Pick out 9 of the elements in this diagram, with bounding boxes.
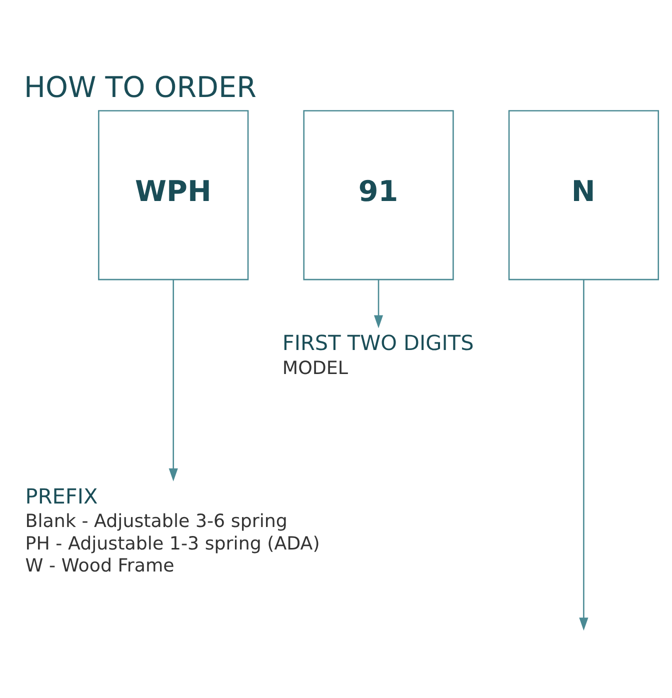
arrow	[168, 279, 178, 481]
node-text: FIRST TWO DIGITS MODEL	[282, 330, 474, 378]
diagram-title: HOW TO ORDER	[24, 70, 256, 104]
node-box: N	[508, 110, 660, 280]
arrow	[579, 279, 588, 630]
node-box: 91	[303, 110, 454, 280]
arrow	[374, 279, 384, 328]
node-text: PREFIX Blank - Adjustable 3-6 spring PH - Adjustable 1-3 spring (ADA) W - Wood Frame	[25, 484, 320, 576]
node-box: WPH	[98, 110, 249, 280]
